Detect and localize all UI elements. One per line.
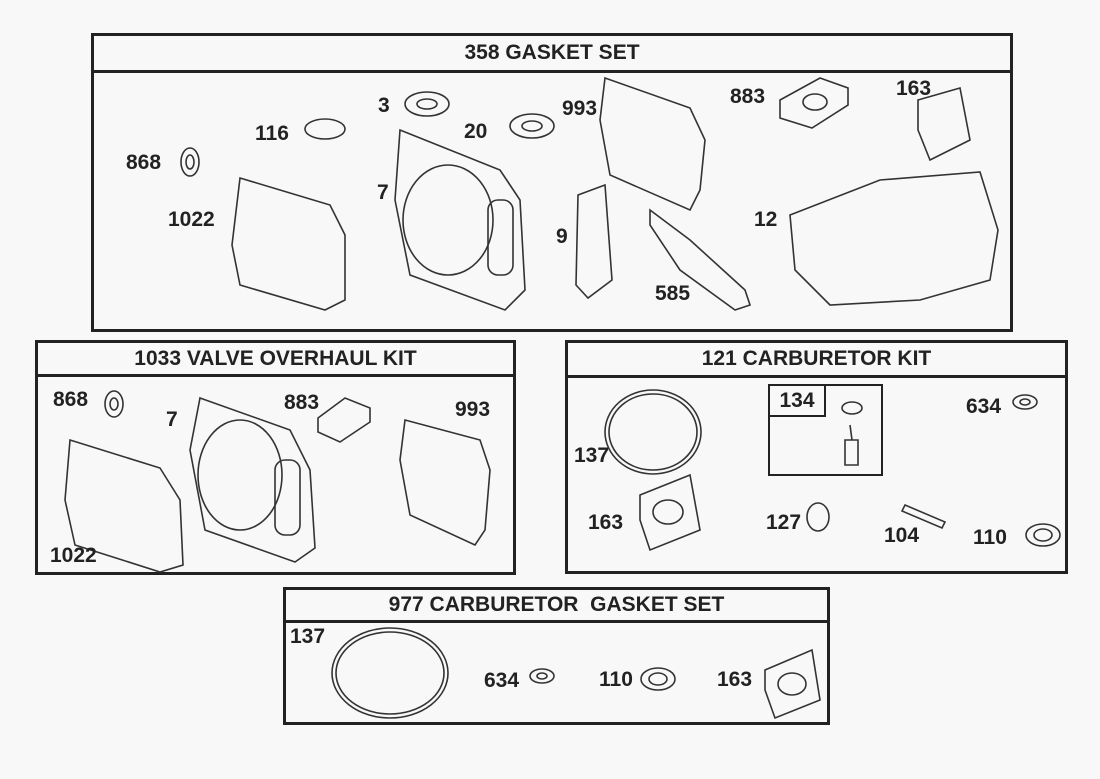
o-ring-137 [604,389,702,475]
washer-110 [1025,523,1061,547]
part-label: 9 [556,225,568,248]
part-label: 1022 [168,208,215,231]
part-label: 116 [255,122,289,145]
part-label: 993 [562,97,598,120]
gasket-1022 [64,438,184,573]
seal-3 [404,91,450,117]
o-ring-116 [304,118,346,140]
part-label: 137 [574,444,610,467]
crankcase-gasket-12 [789,171,999,306]
seal-868 [104,390,124,418]
part-label: 585 [655,282,691,305]
part-label: 7 [377,181,389,204]
part-label: 883 [730,85,766,108]
part-label: 883 [284,391,320,414]
part-label: 868 [126,151,162,174]
gasket-883 [779,77,849,129]
gasket-163 [764,648,821,720]
panel-carburetor-kit: 121 CARBURETOR KIT [565,340,1068,574]
part-label: 163 [588,511,624,534]
panel-title: 1033 VALVE OVERHAUL KIT [38,343,513,377]
part-label: 7 [166,408,178,431]
panel-title: 121 CARBURETOR KIT [568,343,1065,378]
part-label: 110 [973,526,1007,549]
part-label: 110 [599,668,633,691]
needle-seat-134 [841,401,863,415]
head-gasket-7 [189,396,316,563]
gasket-1022 [231,176,346,311]
sub-assembly-box: 134 [768,384,883,476]
part-label: 137 [290,625,326,648]
gasket-9 [575,183,613,300]
part-label: 3 [378,94,390,117]
panel-title: 977 CARBURETOR GASKET SET [286,590,827,623]
gasket-883 [317,397,371,443]
panel-gasket-set: 358 GASKET SET [91,33,1013,332]
gasket-585 [649,208,752,311]
part-label: 163 [896,77,932,100]
part-label: 20 [464,120,488,143]
gasket-163 [639,473,701,552]
plug-127 [806,502,830,532]
gasket-163 [917,86,971,162]
o-ring-137 [331,627,449,719]
part-label: 1022 [50,544,97,567]
head-gasket-7 [394,128,526,311]
panel-carburetor-gasket-set: 977 CARBURETOR GASKET SET [283,587,830,725]
part-label: 634 [966,395,1002,418]
gasket-993 [599,76,706,212]
seal-20 [509,113,555,139]
float-needle-134 [844,424,859,466]
part-label: 127 [766,511,802,534]
pin-104 [900,503,947,530]
gasket-993 [399,418,491,547]
seal-634 [529,668,555,684]
part-label: 104 [884,524,920,547]
part-label: 163 [717,668,753,691]
seal-634 [1012,394,1038,410]
part-label: 634 [484,669,520,692]
panel-title: 358 GASKET SET [94,36,1010,73]
seal-868 [180,147,200,177]
washer-110 [640,667,676,691]
part-label: 868 [53,388,89,411]
part-label: 12 [754,208,778,231]
sub-assembly-label: 134 [768,384,826,417]
panel-valve-overhaul-kit: 1033 VALVE OVERHAUL KIT [35,340,516,575]
part-label: 993 [455,398,491,421]
